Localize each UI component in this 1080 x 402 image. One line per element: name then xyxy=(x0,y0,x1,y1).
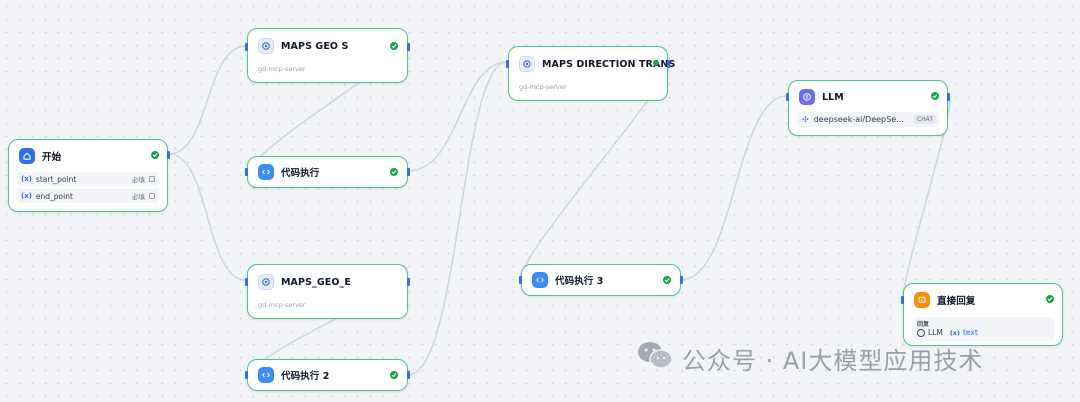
model-mode-badge: CHAT xyxy=(913,115,936,124)
reply-reference: LLM (x) text xyxy=(917,328,978,337)
output-handle[interactable] xyxy=(407,43,410,51)
variable-name: start_point xyxy=(35,174,77,184)
node-subtitle: gd-mcp-server xyxy=(258,65,306,73)
reply-ref-var: text xyxy=(962,328,978,337)
success-check-icon xyxy=(653,60,659,66)
code-exec-2-title: 代码执行 2 xyxy=(281,371,330,382)
edge-start-maps-geo-e xyxy=(168,153,247,281)
output-handle[interactable] xyxy=(407,278,410,286)
llm-icon xyxy=(799,89,815,105)
output-handle[interactable] xyxy=(667,60,670,68)
reply-icon xyxy=(914,292,930,308)
input-handle[interactable] xyxy=(901,296,904,304)
mcp-tool-icon xyxy=(258,38,274,54)
success-check-icon xyxy=(931,92,939,100)
variable-icon: (x) xyxy=(949,328,960,337)
code-icon xyxy=(532,272,548,288)
code-exec-3-title: 代码执行 3 xyxy=(555,276,604,287)
required-label: 必填 xyxy=(132,193,145,201)
success-check-icon xyxy=(390,371,398,379)
output-handle[interactable] xyxy=(407,371,410,379)
input-handle[interactable] xyxy=(519,276,522,284)
edge-code1-maps-direction xyxy=(407,61,508,172)
direct-reply-title: 直接回复 xyxy=(937,296,976,307)
maps-direction-node[interactable]: MAPS DIRECTION TRANS gd-mcp-server xyxy=(506,46,675,101)
variable-icon: (x) xyxy=(21,175,32,183)
output-handle[interactable] xyxy=(680,276,683,284)
input-handle[interactable] xyxy=(245,278,248,286)
llm-title: LLM xyxy=(822,91,844,103)
input-handle[interactable] xyxy=(245,371,248,379)
required-box-icon xyxy=(149,176,155,182)
required-box-icon xyxy=(149,193,155,199)
start-node[interactable]: 开始 (x) start_point 必填 (x) end_point 必填 xyxy=(8,139,170,212)
maps-geo-e-title: MAPS_GEO_E xyxy=(281,276,351,288)
direct-reply-node[interactable]: 直接回复 回复 LLM (x) text xyxy=(901,283,1063,346)
success-check-icon xyxy=(390,168,398,176)
code-exec-node-2[interactable]: 代码执行 2 xyxy=(245,359,410,391)
edge-code3-llm xyxy=(680,95,788,281)
llm-ref-icon xyxy=(917,328,925,337)
mcp-tool-icon xyxy=(519,56,535,72)
required-label: 必填 xyxy=(132,176,145,184)
home-icon xyxy=(19,148,35,164)
maps-geo-s-node[interactable]: MAPS GEO S gd-mcp-server xyxy=(245,28,410,83)
node-subtitle: gd-mcp-server xyxy=(519,83,567,91)
model-selector[interactable]: ✣ deepseek-ai/DeepSe... CHAT xyxy=(797,112,939,127)
output-handle[interactable] xyxy=(407,168,410,176)
success-check-icon xyxy=(1046,295,1054,303)
code-exec-1-title: 代码执行 xyxy=(281,168,320,179)
wechat-icon xyxy=(636,340,674,376)
code-icon xyxy=(258,164,274,180)
success-check-icon xyxy=(151,151,159,159)
maps-geo-s-title: MAPS GEO S xyxy=(281,40,349,52)
watermark-text: 公众号 · AI大模型应用技术 xyxy=(682,346,984,375)
reply-ref-node: LLM xyxy=(928,328,943,337)
mcp-tool-icon xyxy=(258,274,274,290)
edge-code2-maps-direction xyxy=(407,61,508,376)
variable-icon: (x) xyxy=(21,192,32,200)
input-handle[interactable] xyxy=(245,43,248,51)
model-name: deepseek-ai/DeepSe... xyxy=(813,115,904,124)
success-check-icon xyxy=(663,276,671,284)
input-handle[interactable] xyxy=(786,93,789,101)
output-handle[interactable] xyxy=(947,93,950,101)
llm-node[interactable]: LLM ✣ deepseek-ai/DeepSe... CHAT xyxy=(786,80,950,136)
variable-row-end-point[interactable]: (x) end_point 必填 xyxy=(17,189,159,203)
success-check-icon xyxy=(390,42,398,50)
variable-row-start-point[interactable]: (x) start_point 必填 xyxy=(17,172,159,186)
code-exec-node-1[interactable]: 代码执行 xyxy=(245,156,410,188)
input-handle[interactable] xyxy=(245,168,248,176)
reply-label: 回复 xyxy=(917,321,930,328)
maps-geo-e-node[interactable]: MAPS_GEO_E gd-mcp-server xyxy=(245,264,410,319)
node-subtitle: gd-mcp-server xyxy=(258,301,306,309)
input-handle[interactable] xyxy=(506,60,509,68)
code-exec-node-3[interactable]: 代码执行 3 xyxy=(519,264,683,296)
start-node-title: 开始 xyxy=(42,152,62,163)
edge-start-maps-geo-s xyxy=(168,45,247,155)
variable-name: end_point xyxy=(35,191,73,201)
code-icon xyxy=(258,367,274,383)
model-provider-icon: ✣ xyxy=(802,115,809,124)
reply-content-box[interactable]: 回复 LLM (x) text xyxy=(912,317,1054,341)
watermark: 公众号 · AI大模型应用技术 xyxy=(636,340,983,376)
output-handle[interactable] xyxy=(167,151,170,159)
maps-direction-title: MAPS DIRECTION TRANS xyxy=(542,58,676,70)
